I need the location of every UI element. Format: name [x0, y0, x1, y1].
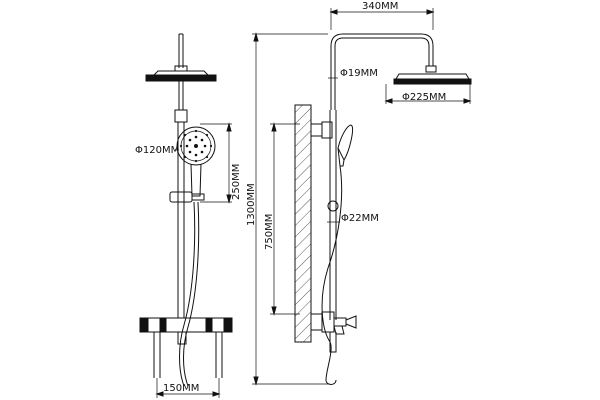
front-hose: [179, 201, 196, 387]
hand-shower-diameter-label: Φ120MM: [135, 145, 179, 156]
side-hose: [321, 165, 343, 385]
front-slide-holder: [169, 191, 193, 203]
dimension-hand-shower-height: 250MM: [200, 122, 242, 204]
front-spout: [177, 332, 187, 345]
dimension-arm-length: 340MM: [329, 1, 435, 30]
dimension-total-height: 1300MM: [246, 32, 330, 386]
total-height-label: 1300MM: [246, 183, 257, 226]
front-overhead-head: [145, 74, 217, 82]
side-hand-shower: [337, 124, 353, 162]
front-hand-shower: [176, 126, 216, 166]
side-riser: [329, 110, 337, 320]
side-view: [294, 33, 472, 385]
side-top-arm: [330, 33, 434, 110]
valve-spacing-label: 150MM: [163, 383, 199, 394]
overhead-diameter-label: Φ225MM: [402, 92, 446, 103]
mount-height-label: 750MM: [264, 214, 275, 250]
side-overhead-head: [395, 73, 470, 80]
wall-section: [294, 104, 312, 343]
front-view: [139, 33, 233, 387]
side-slide-holder: [327, 200, 339, 212]
dimension-hand-shower-diameter: Φ120MM: [135, 145, 179, 156]
dimension-upper-pipe: Φ19MM: [328, 68, 378, 79]
hand-shower-nozzles: [179, 129, 213, 163]
arm-length-label: 340MM: [362, 1, 398, 12]
side-mixer-valve: [334, 315, 357, 329]
hand-shower-height-label: 250MM: [231, 164, 242, 200]
upper-pipe-diameter-label: Φ19MM: [340, 68, 378, 79]
lower-pipe-diameter-label: Φ22MM: [341, 213, 379, 224]
dimension-valve-spacing: 150MM: [155, 378, 221, 398]
front-riser-upper: [178, 81, 184, 110]
front-mixer-bar: [139, 317, 233, 333]
front-hand-shower-handle: [190, 163, 202, 197]
front-top-arm: [178, 33, 184, 68]
dimension-lower-pipe: Φ22MM: [327, 213, 379, 224]
dimension-mount-height: 750MM: [264, 122, 300, 316]
